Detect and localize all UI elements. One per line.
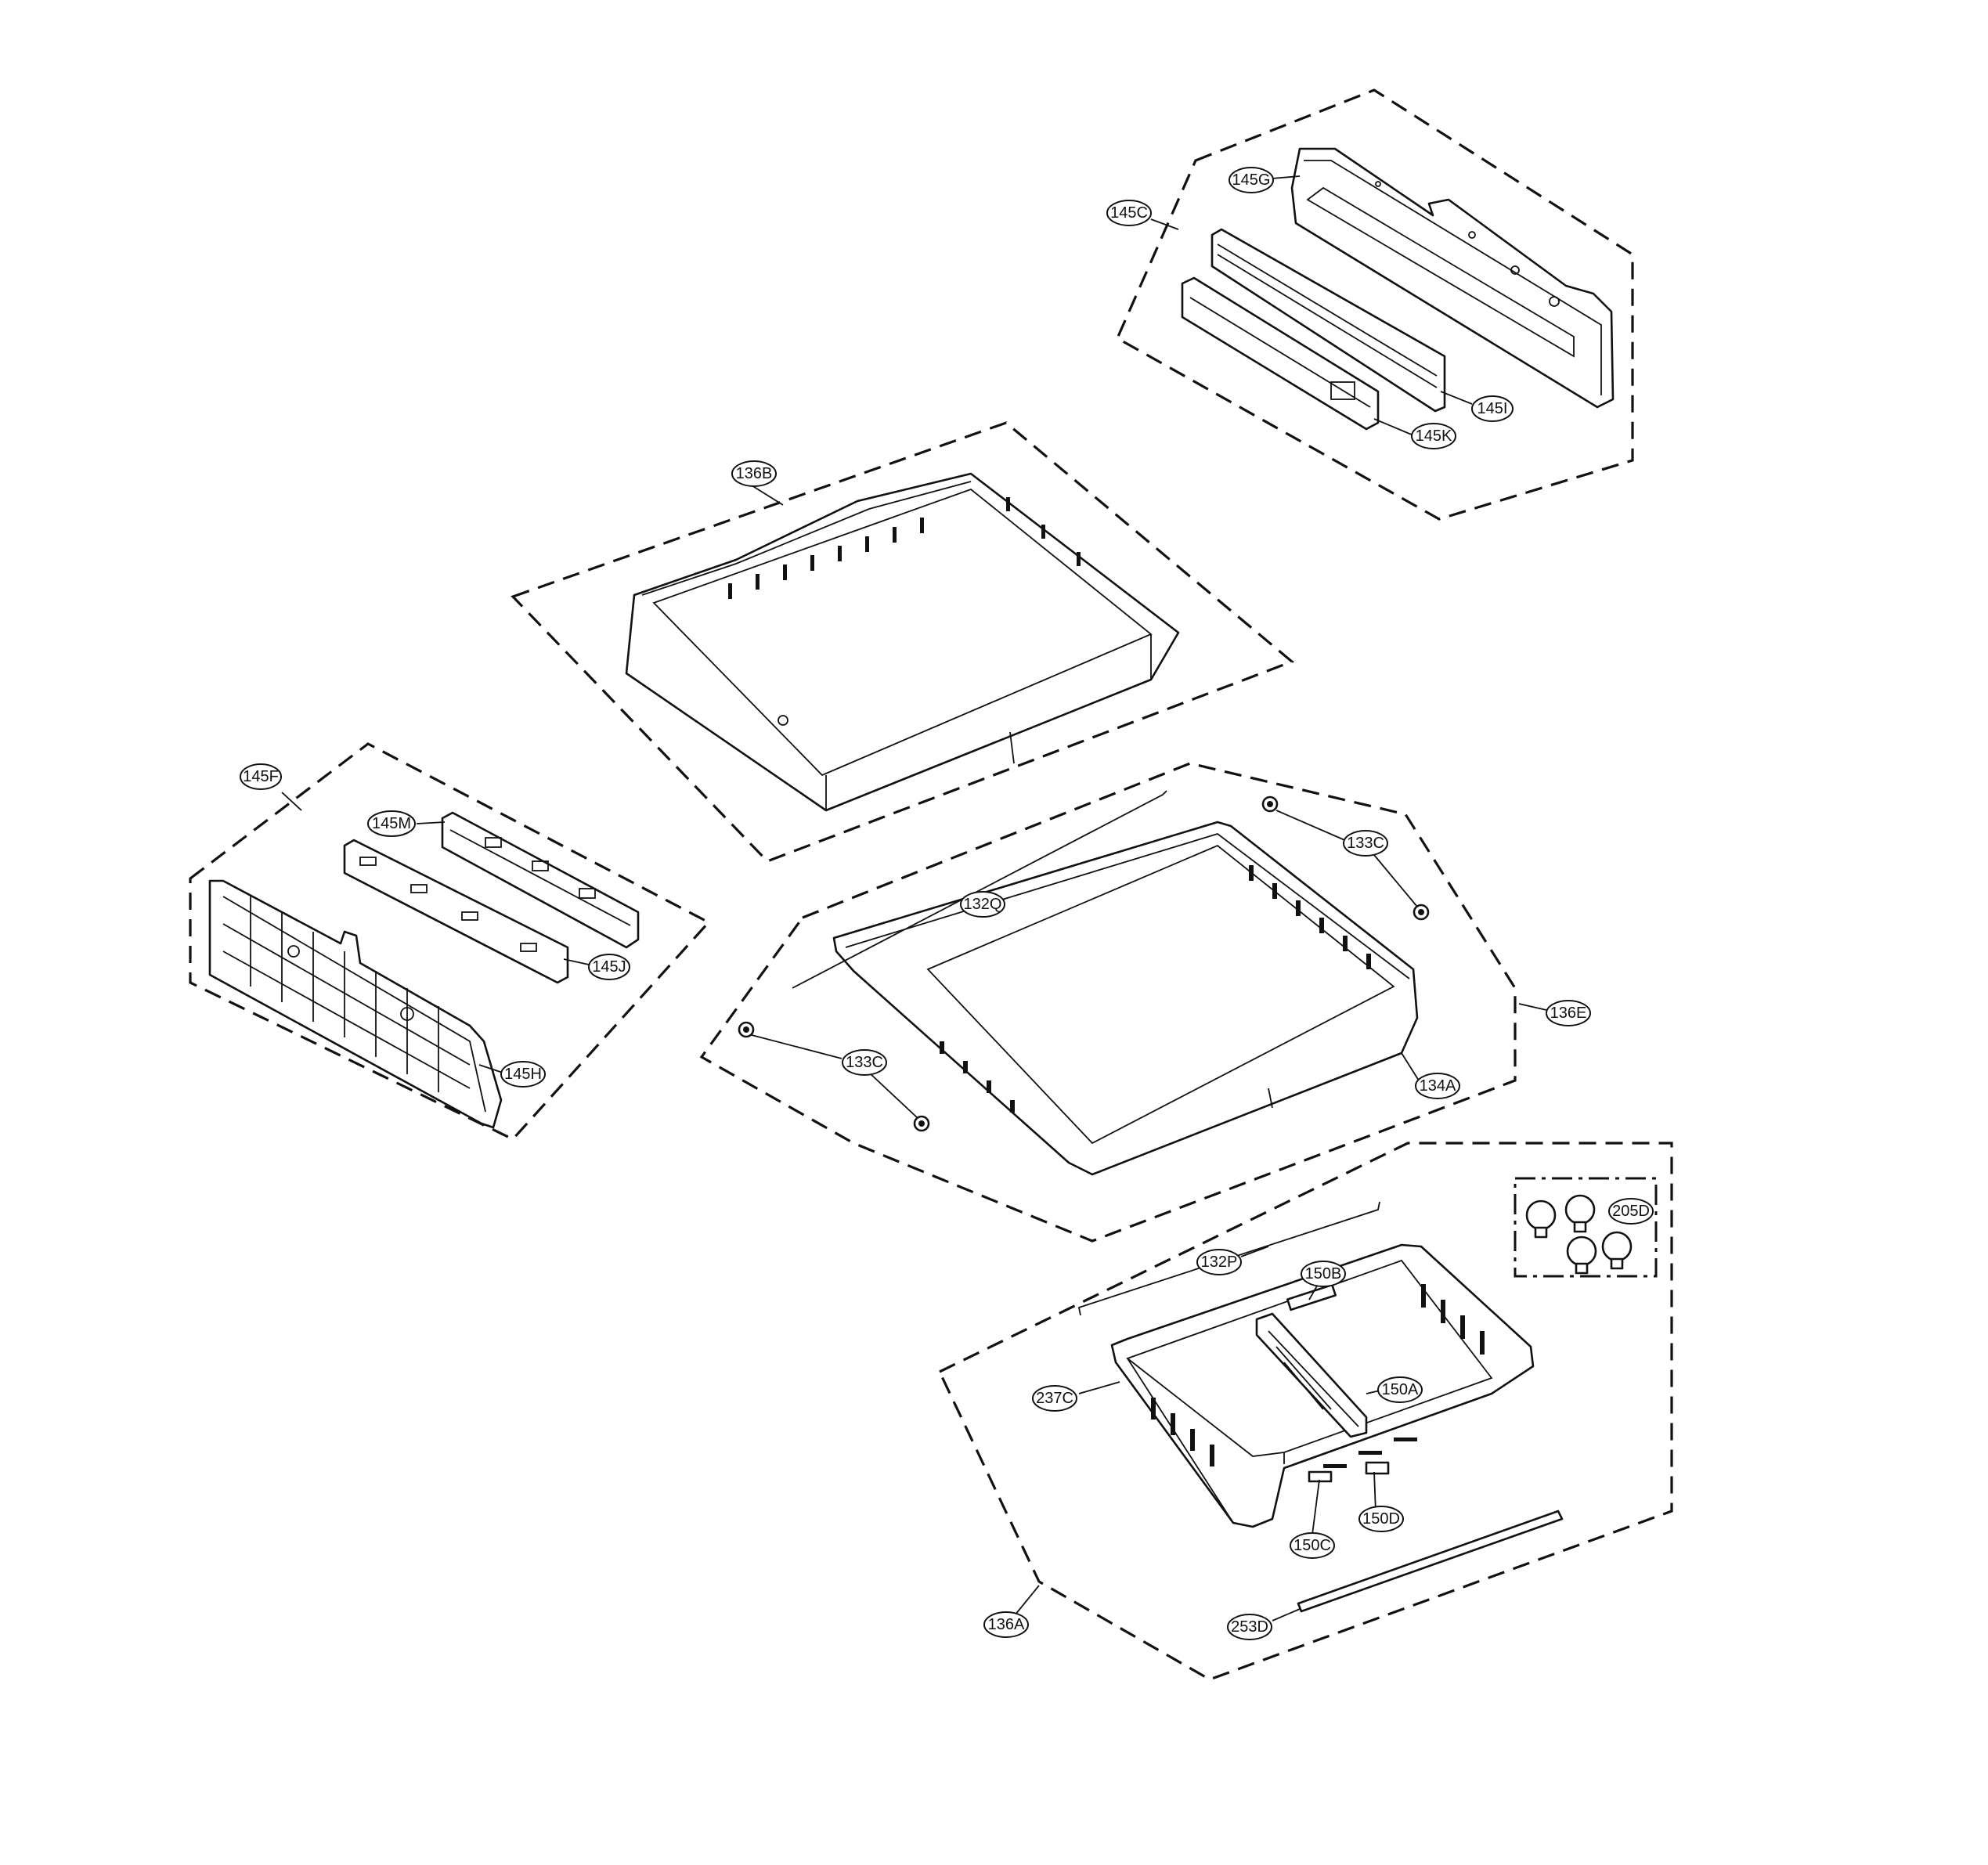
callout-132Q: 132Q	[960, 891, 1005, 918]
svg-text:145J: 145J	[592, 958, 626, 976]
group-145C-outline	[1115, 88, 1634, 521]
part-253D-strip	[1297, 1510, 1564, 1613]
svg-text:145M: 145M	[372, 815, 411, 832]
svg-text:133C: 133C	[846, 1054, 883, 1071]
callout-132P: 132P	[1196, 1249, 1242, 1275]
leader-145M	[416, 821, 446, 824]
svg-text:150C: 150C	[1293, 1537, 1331, 1554]
callout-145I: 145I	[1471, 395, 1514, 422]
basket-vents	[1151, 1284, 1485, 1468]
svg-text:150B: 150B	[1305, 1265, 1342, 1282]
leader-145K	[1373, 418, 1414, 436]
group-136E-shelf	[699, 762, 1547, 1243]
callout-150A: 150A	[1377, 1376, 1423, 1403]
group-136B-upper-drawer	[511, 421, 1295, 863]
callout-145M: 145M	[367, 810, 416, 837]
svg-text:253D: 253D	[1231, 1618, 1268, 1636]
callout-205D: 205D	[1608, 1198, 1654, 1225]
part-145G-bracket	[1290, 147, 1615, 409]
callout-145G: 145G	[1229, 167, 1274, 193]
callout-145H: 145H	[500, 1061, 546, 1088]
callout-150D: 150D	[1358, 1506, 1404, 1532]
callout-136E: 136E	[1546, 1000, 1591, 1026]
callout-136A: 136A	[983, 1611, 1029, 1638]
svg-text:145G: 145G	[1232, 171, 1271, 189]
part-133C-fastener-bottom-1	[738, 1021, 755, 1038]
leader-136E	[1518, 1003, 1547, 1011]
leader-133C-top-a	[1275, 810, 1349, 842]
part-145J-slide-rail	[343, 839, 569, 984]
callout-253D: 253D	[1227, 1614, 1272, 1640]
leader-133C-bottom-b	[868, 1072, 918, 1119]
leader-145C	[1150, 218, 1179, 230]
callout-133C-top: 133C	[1343, 830, 1388, 857]
callout-237C: 237C	[1032, 1385, 1077, 1412]
leader-145I	[1440, 391, 1473, 405]
leader-253D	[1272, 1608, 1301, 1622]
svg-text:145C: 145C	[1110, 204, 1148, 222]
drawer-side-vents	[728, 497, 1081, 599]
group-136E-outline	[699, 762, 1517, 1243]
leader-237C	[1078, 1381, 1120, 1394]
svg-text:136E: 136E	[1550, 1005, 1587, 1022]
part-133C-fastener-top-1	[1261, 795, 1279, 813]
callout-145J: 145J	[588, 954, 630, 980]
part-150A-divider	[1255, 1312, 1368, 1438]
part-150C-clip	[1308, 1470, 1333, 1483]
group-145F-rail-assembly	[189, 742, 711, 1141]
svg-text:136A: 136A	[988, 1616, 1025, 1633]
part-133C-fastener-top-2	[1413, 904, 1430, 921]
callout-134A: 134A	[1415, 1073, 1460, 1099]
svg-text:132P: 132P	[1201, 1254, 1238, 1271]
svg-text:133C: 133C	[1347, 835, 1384, 852]
part-132Q-wire	[792, 790, 1167, 989]
group-205D-outline	[1514, 1177, 1658, 1278]
part-145M-upper-rail	[441, 811, 640, 949]
svg-text:145H: 145H	[504, 1066, 542, 1083]
part-145K-lower-rail	[1181, 276, 1380, 431]
leader-132P	[1240, 1246, 1269, 1257]
part-150B-handle	[1286, 1283, 1337, 1311]
leader-145H	[478, 1064, 503, 1073]
svg-text:145K: 145K	[1416, 427, 1452, 445]
svg-text:136B: 136B	[736, 465, 773, 482]
svg-text:150D: 150D	[1362, 1510, 1400, 1528]
leader-136B	[751, 485, 784, 506]
svg-text:145I: 145I	[1477, 400, 1508, 417]
leader-133C-bottom-a	[751, 1034, 842, 1059]
part-133C-fastener-bottom-2	[913, 1115, 930, 1132]
group-145C-rail-assembly	[1115, 88, 1634, 521]
leader-133C-top-b	[1373, 854, 1418, 907]
callout-145F: 145F	[240, 763, 282, 790]
svg-text:205D: 205D	[1612, 1203, 1650, 1220]
svg-text:150A: 150A	[1382, 1381, 1419, 1398]
part-145I-slide-rail	[1210, 228, 1446, 413]
svg-text:237C: 237C	[1036, 1390, 1073, 1407]
svg-text:132Q: 132Q	[964, 896, 1002, 913]
callout-145C: 145C	[1106, 200, 1152, 226]
leader-134A	[1401, 1052, 1420, 1081]
group-136A-outline	[937, 1142, 1673, 1681]
part-145H-bracket	[208, 879, 503, 1129]
callout-150B: 150B	[1301, 1261, 1346, 1287]
leader-145J	[563, 958, 590, 965]
svg-text:145F: 145F	[243, 768, 279, 785]
svg-text:134A: 134A	[1420, 1077, 1456, 1095]
group-136B-outline	[511, 421, 1295, 863]
callout-150C: 150C	[1290, 1532, 1335, 1559]
leader-145G	[1271, 175, 1301, 179]
part-150D-clip	[1365, 1461, 1390, 1475]
part-136B-drawer-tray	[625, 472, 1180, 812]
leader-150D	[1373, 1471, 1376, 1513]
group-145F-outline	[189, 742, 711, 1141]
part-205D-clips	[1525, 1194, 1633, 1275]
leader-150C	[1311, 1479, 1320, 1542]
callout-136B: 136B	[731, 460, 777, 487]
callout-145K: 145K	[1411, 423, 1456, 449]
leader-145F	[281, 792, 302, 811]
shelf-side-vents	[940, 865, 1371, 1113]
callout-133C-bottom: 133C	[842, 1049, 887, 1076]
